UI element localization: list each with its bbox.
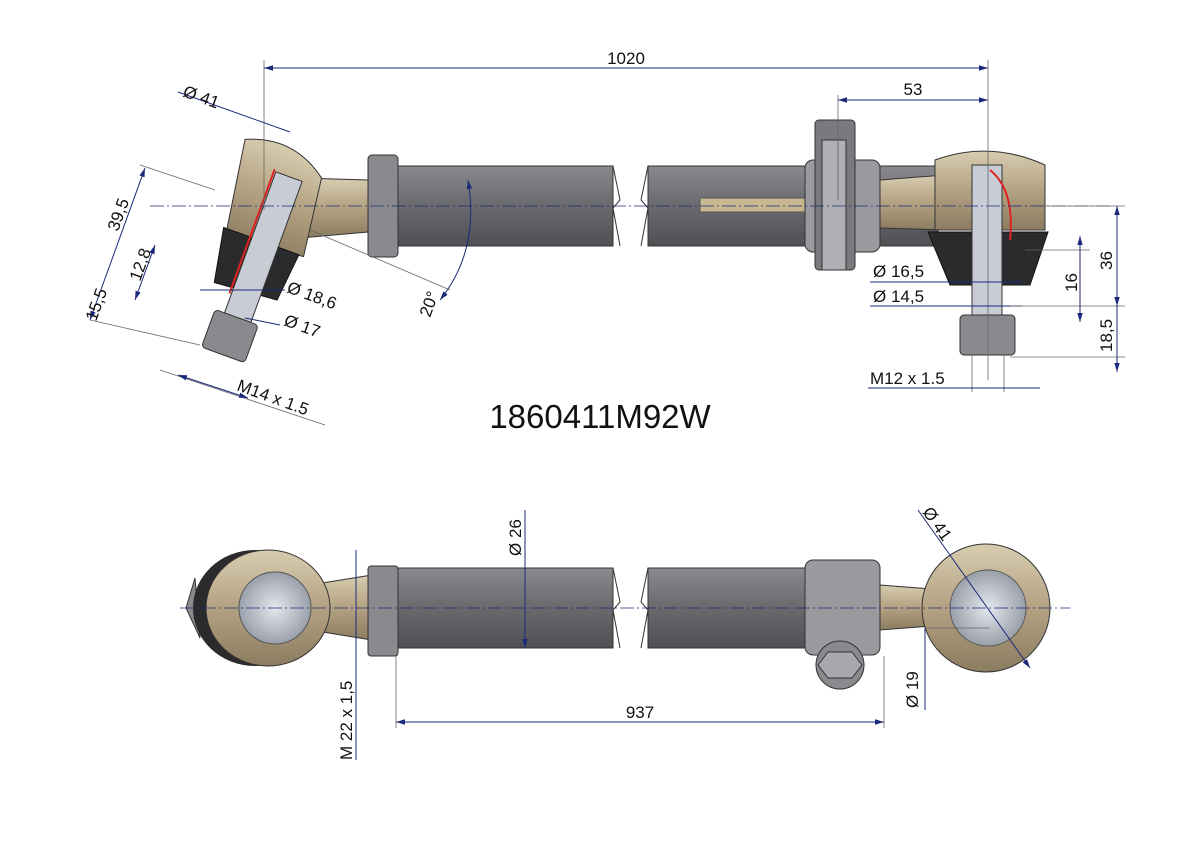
- dim-rod-length: 937: [626, 703, 654, 722]
- dim-left-12-8: 12,8: [126, 246, 155, 284]
- dim-right-16: 16: [1062, 273, 1081, 292]
- dim-right-thread: M12 x 1.5: [870, 369, 945, 388]
- dim-right-36: 36: [1097, 251, 1116, 270]
- dim-left-ball-diameter: Ø 41: [181, 82, 222, 112]
- break-mark: [612, 165, 649, 247]
- clamp: [804, 119, 881, 271]
- dim-overall-length: 1020: [607, 49, 645, 68]
- dim-right-18-5: 18,5: [1097, 319, 1116, 352]
- dim-left-15-5: 15,5: [82, 286, 111, 324]
- dim-offset: 53: [904, 80, 923, 99]
- part-number: 1860411M92W: [489, 398, 711, 435]
- dim-left-cone-minor: Ø 17: [282, 311, 323, 341]
- dim-left-thread: M14 x 1.5: [235, 376, 312, 419]
- dim-right-cone-major: Ø 16,5: [873, 262, 924, 281]
- lock-nut: [367, 565, 399, 657]
- dim-rod-diameter: Ø 26: [506, 519, 525, 556]
- dim-bore-diameter: Ø 19: [903, 671, 922, 708]
- dim-eye-diameter: Ø 41: [919, 503, 956, 544]
- dim-left-height: 39,5: [104, 196, 133, 234]
- bottom-view: Ø 26 Ø 41 Ø 19 937 M 22 x 1,5: [180, 503, 1070, 760]
- dim-angle: 20°: [416, 289, 443, 320]
- dim-left-cone-major: Ø 18,6: [285, 278, 339, 313]
- left-tie-rod-end: [202, 138, 323, 363]
- top-view: 1020 53 Ø 41 39,5 12,8 15,5 Ø 18,6 Ø 17 …: [82, 49, 1125, 426]
- clamp-nut: [817, 651, 863, 679]
- break-mark: [612, 567, 649, 649]
- dim-thread: M 22 x 1,5: [337, 681, 356, 760]
- dim-right-cone-minor: Ø 14,5: [873, 287, 924, 306]
